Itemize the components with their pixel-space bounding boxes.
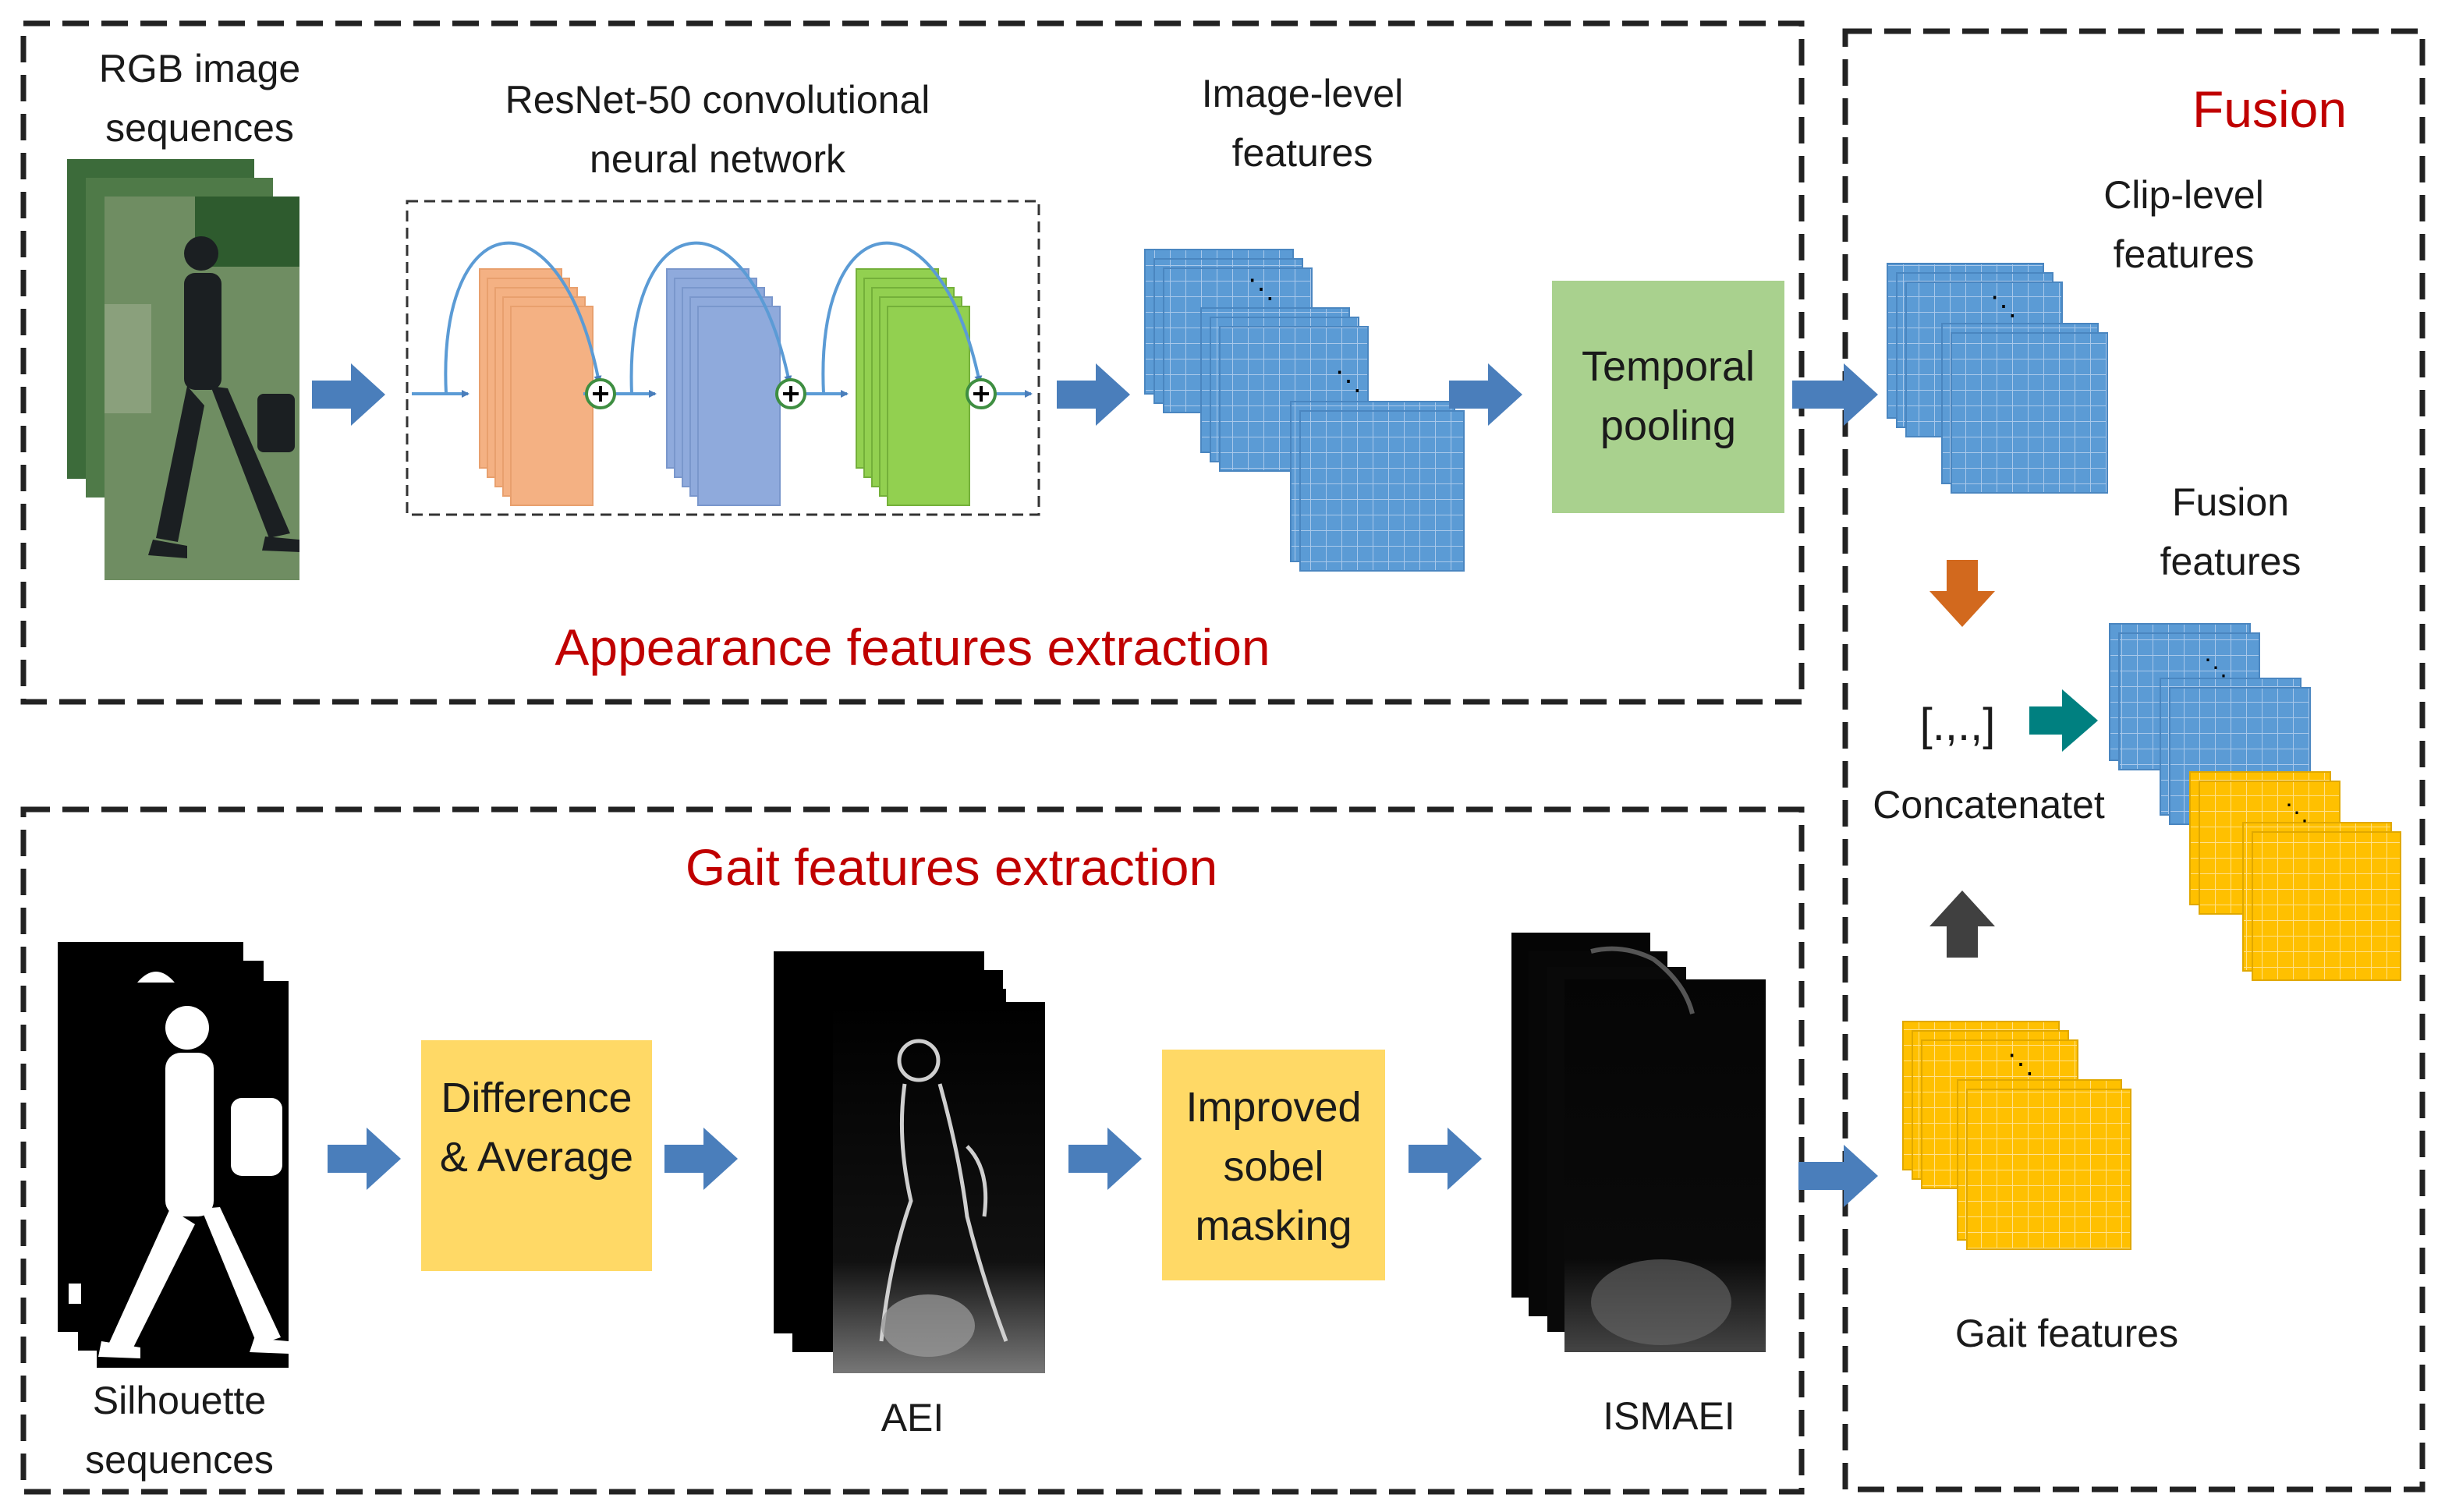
walking-person-figure bbox=[148, 236, 299, 558]
gait-features-stack: ⋱ bbox=[1902, 1021, 2131, 1250]
fusion-section-title: Fusion bbox=[2192, 80, 2348, 138]
arrow-icon bbox=[1792, 363, 1878, 426]
arrow-right-icon bbox=[2029, 689, 2098, 752]
improved-sobel-box bbox=[1162, 1050, 1385, 1280]
resnet-connections bbox=[412, 241, 1033, 398]
arrow-icon bbox=[328, 1128, 401, 1190]
rgb-image-sequences-label: RGB image sequences bbox=[98, 47, 301, 150]
clip-level-features-label: Clip-level features bbox=[2103, 173, 2264, 276]
resnet-label: ResNet-50 convolutional neural network bbox=[505, 78, 930, 181]
add-node-icon bbox=[585, 378, 616, 409]
gait-section-frame bbox=[20, 806, 1805, 1495]
flow-arrows bbox=[312, 363, 2098, 1207]
ellipsis-mark: ⋱ bbox=[1335, 366, 1362, 396]
aei-image-stack bbox=[774, 951, 1045, 1373]
ellipsis-mark: ⋱ bbox=[1248, 274, 1274, 304]
fusion-features-label: Fusion features bbox=[2160, 480, 2301, 583]
fusion-features-stack: ⋱ ⋱ bbox=[2109, 623, 2401, 981]
ellipsis-mark: ⋱ bbox=[2007, 1050, 2034, 1079]
add-node-icon bbox=[775, 378, 806, 409]
silhouette-figure bbox=[69, 972, 289, 1358]
gait-features-label: Gait features bbox=[1954, 1312, 2179, 1355]
resnet-block-2 bbox=[666, 268, 781, 506]
ismaei-label: ISMAEI bbox=[1603, 1394, 1735, 1438]
arrow-icon bbox=[1409, 1128, 1482, 1190]
ellipsis-mark: ⋱ bbox=[2285, 800, 2309, 826]
temporal-pooling-label: Temporal pooling bbox=[1581, 343, 1756, 449]
silhouette-sequence bbox=[58, 942, 289, 1368]
image-level-features-label: Image-level features bbox=[1201, 72, 1404, 175]
silhouette-sequences-label: Silhouette sequences bbox=[85, 1379, 274, 1482]
temporal-pooling-box bbox=[1552, 281, 1784, 513]
rgb-image-sequence bbox=[67, 159, 299, 580]
arrow-icon bbox=[664, 1128, 738, 1190]
resnet-block-3 bbox=[856, 268, 970, 506]
image-level-features-stack: ⋱ ⋱ bbox=[1144, 249, 1465, 572]
arrow-down-icon bbox=[1929, 560, 1995, 627]
ismaei-contour bbox=[1590, 946, 1695, 1014]
appearance-section-frame bbox=[20, 20, 1805, 705]
ismaei-image-stack bbox=[1511, 933, 1766, 1352]
ismaei-leg-glow bbox=[1591, 1259, 1731, 1345]
aei-label: AEI bbox=[881, 1396, 944, 1439]
add-node-icon bbox=[966, 378, 997, 409]
aei-silhouette-outline bbox=[879, 1039, 1008, 1342]
arrow-icon bbox=[1798, 1145, 1878, 1207]
improved-sobel-label: Improved sobel masking bbox=[1185, 1084, 1362, 1249]
difference-average-label: Difference & Average bbox=[439, 1075, 634, 1181]
arrow-icon bbox=[1057, 363, 1130, 426]
arrow-up-icon bbox=[1929, 891, 1995, 958]
arrow-icon bbox=[312, 363, 385, 426]
arrow-icon bbox=[1068, 1128, 1142, 1190]
arrow-icon bbox=[1449, 363, 1522, 426]
concat-symbol: [.,.,] bbox=[1919, 699, 1996, 750]
resnet-dashed-box bbox=[406, 200, 1040, 516]
difference-average-box bbox=[421, 1040, 652, 1271]
concatenate-label: Concatenatet bbox=[1873, 783, 2105, 827]
resnet-block-1 bbox=[479, 268, 594, 506]
ellipsis-mark: ⋱ bbox=[2204, 655, 2227, 681]
clip-level-features-stack: ⋱ bbox=[1887, 263, 2108, 494]
resnet-add-nodes bbox=[585, 378, 997, 409]
fusion-section-frame bbox=[1842, 28, 2426, 1493]
appearance-section-title: Appearance features extraction bbox=[555, 618, 1270, 676]
gait-section-title: Gait features extraction bbox=[685, 838, 1218, 896]
ellipsis-mark: ⋱ bbox=[1990, 292, 2017, 321]
